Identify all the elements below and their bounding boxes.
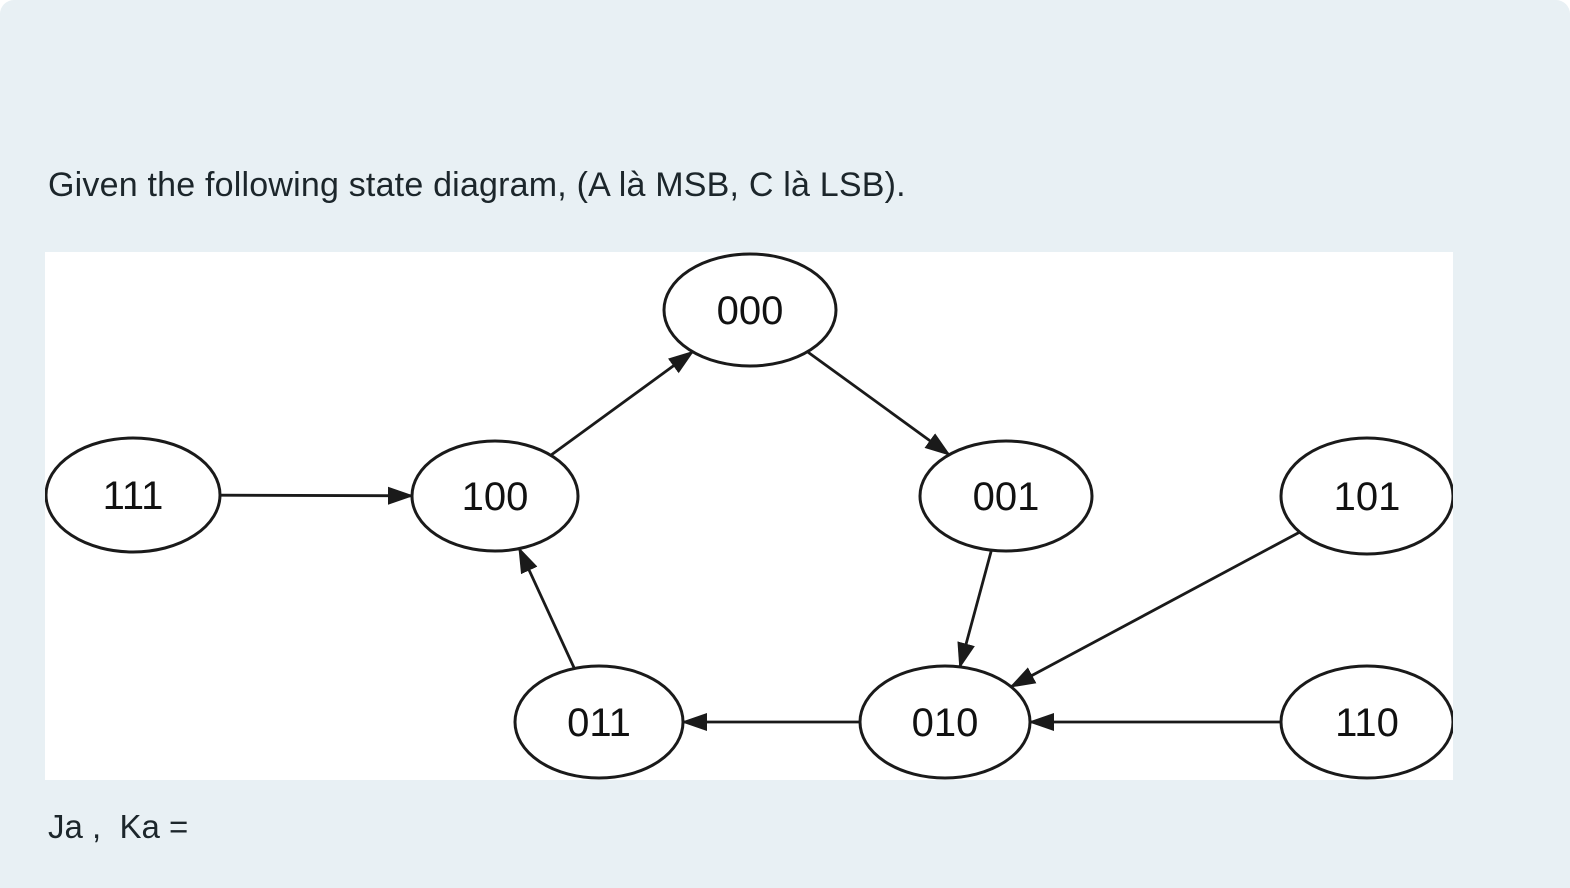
state-node-001: 001 — [918, 439, 1094, 553]
transition-arrow-000-to-001 — [806, 350, 951, 456]
state-node-111: 111 — [45, 436, 222, 554]
state-ellipse-101 — [1279, 436, 1453, 556]
state-node-100: 100 — [410, 439, 580, 553]
transition-arrow-011-to-100 — [517, 546, 576, 670]
answer-prompt: Ja , Ka = — [48, 808, 189, 845]
state-ellipse-011 — [513, 664, 685, 780]
state-node-110: 110 — [1279, 664, 1453, 780]
state-label-100: 100 — [462, 475, 529, 519]
question-line-1: Given the following state diagram, (A là… — [48, 166, 906, 204]
state-label-110: 110 — [1335, 701, 1399, 745]
state-ellipse-000 — [662, 252, 838, 368]
state-label-001: 001 — [973, 475, 1040, 519]
state-label-101: 101 — [1334, 475, 1401, 519]
state-node-101: 101 — [1279, 436, 1453, 556]
state-label-000: 000 — [717, 289, 784, 333]
state-node-010: 010 — [858, 664, 1032, 780]
state-diagram: 000 111 100 001 101 011 010 110 — [45, 252, 1453, 780]
state-label-010: 010 — [912, 701, 979, 745]
transition-arrow-101-to-010 — [1009, 530, 1301, 688]
transition-arrow-111-to-100 — [219, 486, 414, 505]
state-label-011: 011 — [567, 701, 631, 745]
transition-arrow-001-to-010 — [957, 549, 993, 669]
state-ellipse-010 — [858, 664, 1032, 780]
state-node-011: 011 — [513, 664, 685, 780]
state-ellipse-111 — [45, 436, 222, 554]
state-ellipse-110 — [1279, 664, 1453, 780]
transition-arrow-100-to-000 — [549, 350, 695, 457]
state-node-000: 000 — [662, 252, 838, 368]
state-ellipse-001 — [918, 439, 1094, 553]
state-ellipse-100 — [410, 439, 580, 553]
state-label-111: 111 — [103, 474, 164, 518]
state-diagram-panel: 000 111 100 001 101 011 010 110 — [45, 252, 1453, 780]
